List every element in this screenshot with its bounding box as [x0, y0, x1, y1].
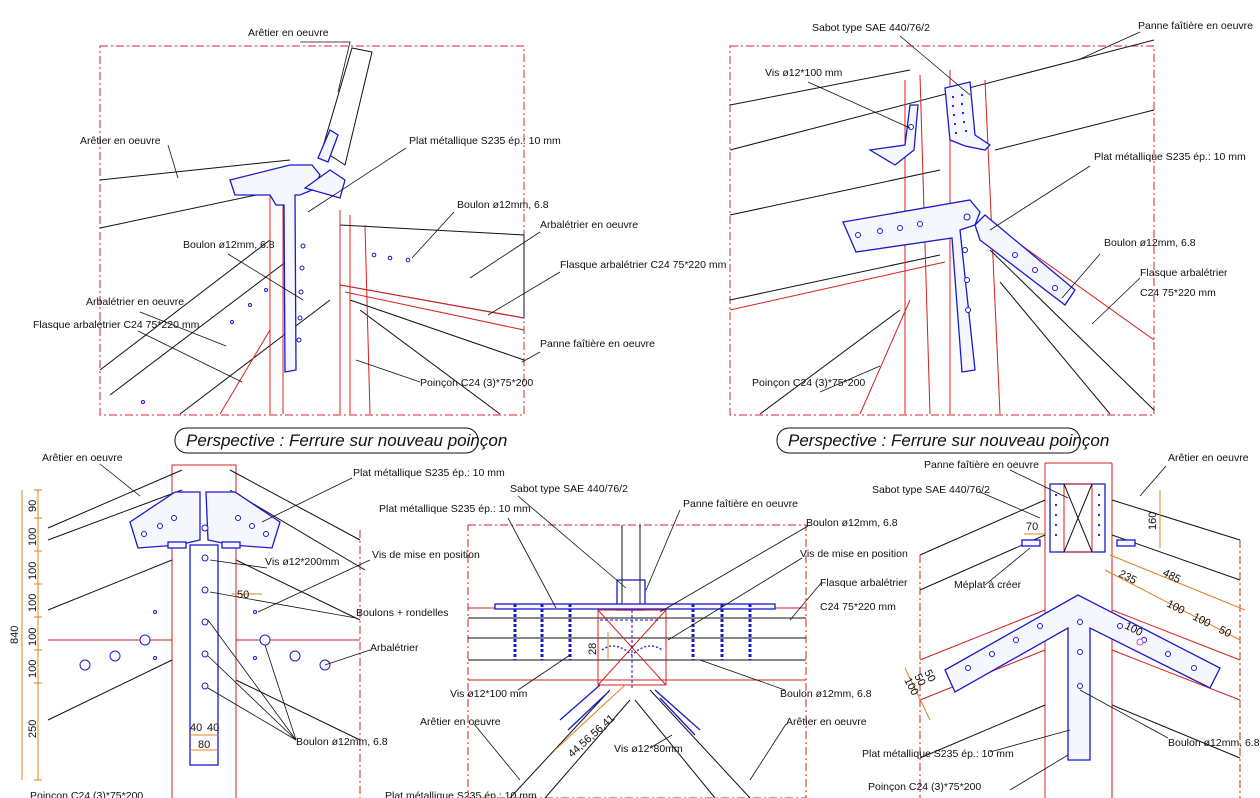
label-bolt: Boulon ø12mm, 6.8: [296, 736, 388, 748]
flasque-beam: [339, 224, 525, 319]
steel-plate-wing-right: [205, 491, 281, 549]
label-bolt-top: Boulon ø12mm, 6.8: [806, 517, 898, 529]
dim-100: 100: [27, 660, 39, 678]
label-king-post: Poinçon C24 (3)*75*200: [420, 377, 533, 389]
label-joist-hanger: Sabot type SAE 440/76/2: [872, 484, 990, 496]
view-frame: [467, 524, 807, 798]
view-top-left: Arêtier en oeuvre Arêtier en oeuvre Plat…: [33, 27, 727, 416]
label-flasque-1: Flasque arbalétrier: [1140, 267, 1228, 279]
steel-plate: [494, 603, 776, 610]
dim-100: 100: [27, 628, 39, 646]
label-steel-plate: Plat métallique S235 ép.: 10 mm: [379, 503, 531, 515]
label-steel-plate: Plat métallique S235 ép.: 10 mm: [353, 467, 505, 479]
steel-plate: [229, 164, 321, 373]
steel-plate-stem: [189, 544, 219, 766]
label-hip-rafter-left: Arêtier en oeuvre: [420, 716, 501, 728]
caption-left: Perspective : Ferrure sur nouveau poinço…: [174, 427, 507, 454]
label-flasque-a: Flasque arbalétrier C24 75*220 mm: [560, 259, 727, 271]
label-flasque-2: C24 75*220 mm: [1140, 287, 1216, 299]
dimension-chain-left: 90 100 100 100 100 100 250 840: [9, 489, 42, 781]
dim-90: 90: [27, 500, 39, 512]
view-frame: [99, 45, 525, 416]
label-steel-plate: Plat métallique S235 ép.: 10 mm: [862, 748, 1014, 760]
label-king-post: Poinçon C24 (3)*75*200: [868, 781, 981, 793]
label-steel-plate: Plat métallique S235 ép.: 10 mm: [1094, 151, 1246, 163]
label-bolt: Boulon ø12mm, 6.8: [1104, 237, 1196, 249]
label-hip-rafter: Arêtier en oeuvre: [42, 452, 123, 464]
label-ridge-purlin: Panne faîtière en oeuvre: [1138, 20, 1253, 32]
caption-text: Perspective : Ferrure sur nouveau poinço…: [186, 431, 507, 450]
label-ridge-purlin: Panne faîtière en oeuvre: [540, 338, 655, 350]
label-screw-100: Vis ø12*100 mm: [450, 688, 528, 700]
dim-235: 235: [1117, 568, 1139, 587]
label-flasque-1: Flasque arbalétrier: [820, 577, 908, 589]
dim-28: 28: [587, 643, 599, 655]
label-ridge-purlin: Panne faîtière en oeuvre: [924, 459, 1039, 471]
label-bolt-a: Boulon ø12mm, 6.8: [457, 199, 549, 211]
label-bolt-b: Boulon ø12mm, 6.8: [183, 239, 275, 251]
label-ridge-purlin: Panne faîtière en oeuvre: [683, 498, 798, 510]
dim-40: 40: [207, 722, 219, 734]
label-king-post: Poinçon C24 (3)*75*200: [752, 377, 865, 389]
dim-100: 100: [27, 528, 39, 546]
steel-plate-wing-left: [129, 491, 201, 549]
label-steel-plate-cut: Plat métallique S235 ép.: 10 mm: [385, 790, 537, 798]
view-frame: [729, 45, 1155, 416]
steel-plate: [842, 199, 981, 373]
label-bolt: Boulon ø12mm, 6.8: [1168, 737, 1260, 749]
label-screw-200: Vis ø12*200mm: [265, 556, 340, 568]
label-joist-hanger: Sabot type SAE 440/76/2: [510, 483, 628, 495]
dim-250: 250: [27, 720, 39, 738]
steel-plate: [944, 594, 1221, 761]
dim-40: 40: [190, 722, 202, 734]
dim-70: 70: [1026, 521, 1038, 533]
screws: [513, 604, 752, 660]
caption-text: Perspective : Ferrure sur nouveau poinço…: [788, 431, 1109, 450]
label-bolts-washers: Boulons + rondelles: [356, 607, 449, 619]
label-rafter-2: Arbalétrier en oeuvre: [86, 296, 184, 308]
view-top-right: Sabot type SAE 440/76/2 Panne faîtière e…: [729, 20, 1253, 416]
dim-100: 100: [27, 594, 39, 612]
label-hip-rafter-right: Arêtier en oeuvre: [786, 716, 867, 728]
dim-screw-spacing: 44,56,56,41: [566, 712, 617, 760]
label-steel-plate: Plat métallique S235 ép.: 10 mm: [409, 135, 561, 147]
label-positioning-screw: Vis de mise en position: [372, 549, 480, 561]
label-rafter-1: Arbalétrier en oeuvre: [540, 219, 638, 231]
dim-50: 50: [911, 672, 927, 688]
view-bottom-right: 70 160 235 485 100 100 50 100 50 50 100 …: [862, 452, 1260, 798]
view-bottom-middle: 28 44,56,56,41 Sabot type SAE 440/76/2 P…: [379, 483, 908, 798]
dim-50: 50: [921, 668, 937, 684]
label-positioning-screw: Vis de mise en position: [800, 548, 908, 560]
label-flasque-b: Flasque arbalétrier C24 75*220 mm: [33, 319, 200, 331]
dim-50: 50: [237, 589, 249, 601]
dim-160: 160: [1147, 512, 1159, 530]
dim-100: 100: [1165, 598, 1187, 617]
label-rafter: Arbalétrier: [370, 642, 419, 654]
dim-100: 100: [27, 562, 39, 580]
joist-hanger: [944, 81, 992, 151]
view-bottom-left: 90 100 100 100 100 100 250 840 50 40 40 …: [9, 452, 505, 798]
dim-100: 100: [1191, 611, 1213, 630]
label-bolt-bottom: Boulon ø12mm, 6.8: [780, 688, 872, 700]
label-flat-bar: Méplat à créer: [954, 579, 1022, 591]
label-hip-rafter-1: Arêtier en oeuvre: [248, 27, 329, 39]
label-hip-rafter: Arêtier en oeuvre: [1168, 452, 1249, 464]
label-screw-80: Vis ø12*80mm: [614, 743, 683, 755]
hip-rafter-top: [321, 47, 373, 166]
label-flasque-2: C24 75*220 mm: [820, 601, 896, 613]
dim-50: 50: [1217, 624, 1233, 640]
label-hip-rafter-2: Arêtier en oeuvre: [80, 135, 161, 147]
label-screw: Vis ø12*100 mm: [765, 67, 843, 79]
label-king-post-cut: Poinçon C24 (3)*75*200: [30, 790, 143, 798]
dim-840: 840: [9, 626, 21, 644]
label-joist-hanger: Sabot type SAE 440/76/2: [812, 22, 930, 34]
dim-80: 80: [198, 739, 210, 751]
caption-right: Perspective : Ferrure sur nouveau poinço…: [776, 427, 1109, 454]
